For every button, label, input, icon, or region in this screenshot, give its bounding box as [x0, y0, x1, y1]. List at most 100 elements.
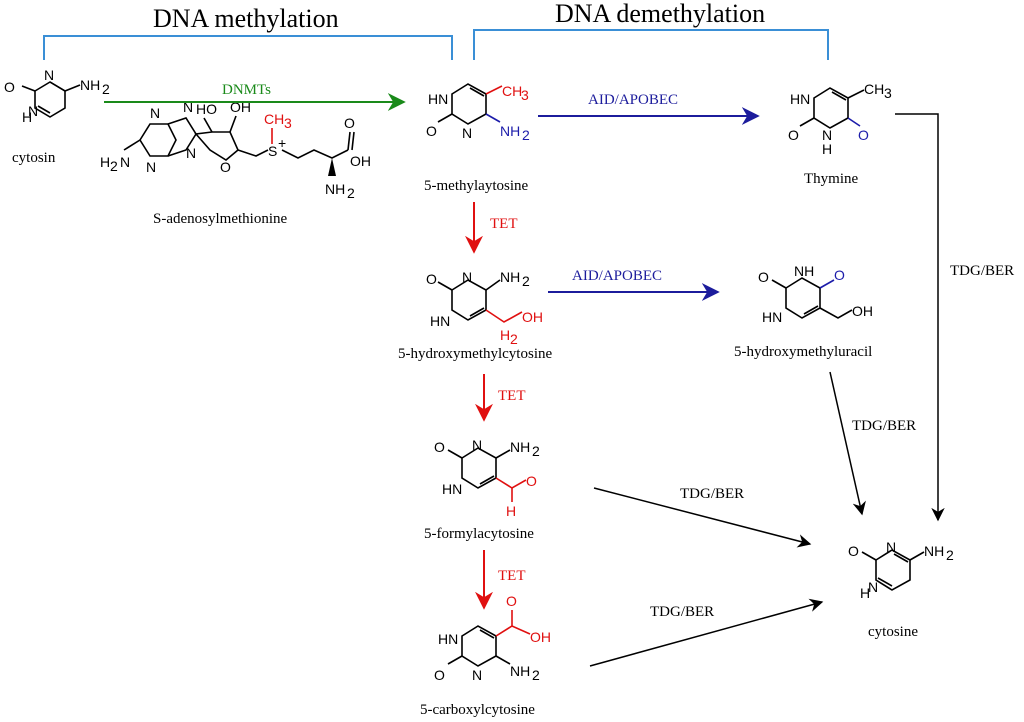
svg-text:N: N	[462, 125, 472, 141]
arrow-fc-tdg-ber	[593, 487, 812, 548]
svg-text:NH: NH	[500, 269, 520, 285]
svg-text:OH: OH	[350, 153, 371, 169]
svg-text:H: H	[822, 141, 832, 157]
hydroxymethylcytosine-structure: O N NH 2 HN OH H 2	[426, 269, 543, 347]
enzyme-aid-apobec-1: AID/APOBEC	[588, 92, 678, 108]
methylcytosine-structure: HN O N CH 3 NH 2	[426, 83, 530, 143]
hydroxymethyluracil-structure: O NH O HN OH	[758, 263, 873, 325]
svg-text:N: N	[146, 159, 156, 175]
enzyme-tdg-ber-cac: TDG/BER	[650, 604, 714, 620]
svg-text:O: O	[506, 593, 517, 609]
sam-structure: H 2 N N N N N HO OH O S + CH 3 O OH NH 2	[100, 99, 371, 201]
enzyme-aid-apobec-2: AID/APOBEC	[572, 268, 662, 284]
svg-text:3: 3	[884, 85, 892, 101]
svg-text:OH: OH	[522, 309, 543, 325]
enzyme-tdg-ber-hmu: TDG/BER	[852, 418, 916, 434]
svg-text:H: H	[860, 585, 870, 601]
svg-text:OH: OH	[530, 629, 551, 645]
cytosine-end-structure: O N NH 2 H N	[848, 539, 954, 601]
svg-text:CH: CH	[502, 83, 522, 99]
label-5-hydroxymethylcytosine: 5-hydroxymethylcytosine	[398, 346, 552, 362]
svg-text:CH: CH	[864, 81, 884, 97]
svg-text:S: S	[268, 143, 277, 159]
svg-text:NH: NH	[500, 123, 520, 139]
svg-text:O: O	[426, 123, 437, 139]
svg-text:HO: HO	[196, 101, 217, 117]
svg-text:N: N	[462, 269, 472, 285]
arrow-cac-tdg-ber	[589, 598, 824, 667]
svg-text:O: O	[426, 271, 437, 287]
svg-text:O: O	[834, 267, 845, 283]
formylcytosine-structure: O N NH 2 HN O H	[434, 437, 540, 519]
svg-text:N: N	[868, 579, 878, 595]
svg-text:N: N	[886, 539, 896, 555]
svg-text:O: O	[788, 127, 799, 143]
svg-text:N: N	[472, 667, 482, 683]
svg-text:O: O	[434, 439, 445, 455]
svg-text:2: 2	[522, 273, 530, 289]
svg-text:HN: HN	[430, 313, 450, 329]
arrow-hmu-tdg-ber	[829, 371, 866, 516]
svg-text:+: +	[278, 135, 286, 151]
svg-text:NH: NH	[794, 263, 814, 279]
svg-text:N: N	[120, 154, 130, 170]
label-5-formylcytosine: 5-formylacytosine	[424, 526, 534, 542]
svg-text:NH: NH	[510, 439, 530, 455]
svg-text:NH: NH	[510, 663, 530, 679]
svg-text:HN: HN	[442, 481, 462, 497]
header-dna-demethylation: DNA demethylation	[555, 0, 765, 28]
svg-text:CH: CH	[264, 111, 284, 127]
svg-text:O: O	[526, 473, 537, 489]
label-cytosin: cytosin	[12, 150, 56, 166]
svg-text:O: O	[344, 115, 355, 131]
svg-text:O: O	[434, 667, 445, 683]
carboxylcytosine-structure: HN O N NH 2 O OH	[434, 593, 551, 683]
enzyme-dnmts: DNMTs	[222, 82, 271, 98]
svg-text:NH: NH	[80, 77, 100, 93]
svg-text:O: O	[858, 127, 869, 143]
svg-text:N: N	[44, 67, 54, 83]
enzyme-tet-3: TET	[498, 568, 526, 584]
svg-text:N: N	[183, 99, 193, 115]
svg-text:N: N	[150, 105, 160, 121]
svg-text:HN: HN	[790, 91, 810, 107]
label-thymine: Thymine	[804, 171, 858, 187]
svg-text:NH: NH	[325, 181, 345, 197]
enzyme-tdg-ber-thymine: TDG/BER	[950, 263, 1014, 279]
header-dna-methylation: DNA methylation	[153, 4, 339, 33]
svg-text:H: H	[22, 109, 32, 125]
label-sam: S-adenosylmethionine	[153, 211, 287, 227]
svg-text:N: N	[28, 103, 38, 119]
svg-text:2: 2	[946, 547, 954, 563]
svg-text:HN: HN	[428, 91, 448, 107]
svg-text:3: 3	[284, 115, 292, 131]
svg-text:N: N	[822, 127, 832, 143]
svg-text:2: 2	[110, 158, 118, 174]
svg-text:NH: NH	[924, 543, 944, 559]
arrow-thymine-tdg-ber	[895, 113, 945, 522]
svg-text:H: H	[500, 327, 510, 343]
enzyme-tet-2: TET	[498, 388, 526, 404]
svg-text:2: 2	[102, 81, 110, 97]
svg-text:2: 2	[510, 331, 518, 347]
svg-text:HN: HN	[438, 631, 458, 647]
methylation-bracket	[43, 35, 453, 60]
svg-text:N: N	[472, 437, 482, 453]
label-5-hydroxymethyluracil: 5-hydroxymethyluracil	[734, 344, 872, 360]
svg-text:OH: OH	[852, 303, 873, 319]
demethylation-bracket	[473, 29, 829, 60]
svg-text:O: O	[848, 543, 859, 559]
svg-text:3: 3	[521, 87, 529, 103]
label-cytosine-end: cytosine	[868, 624, 918, 640]
label-5-carboxylcytosine: 5-carboxylcytosine	[420, 702, 535, 718]
svg-text:O: O	[758, 269, 769, 285]
cytosine-start-structure: O N NH 2 H N	[4, 67, 110, 125]
enzyme-tet-1: TET	[490, 216, 518, 232]
enzyme-tdg-ber-fc: TDG/BER	[680, 486, 744, 502]
label-5-methylcytosine: 5-methylaytosine	[424, 178, 528, 194]
svg-text:2: 2	[532, 667, 540, 683]
thymine-structure: HN O N H O CH 3	[788, 81, 892, 157]
svg-text:O: O	[220, 159, 231, 175]
svg-text:2: 2	[532, 443, 540, 459]
